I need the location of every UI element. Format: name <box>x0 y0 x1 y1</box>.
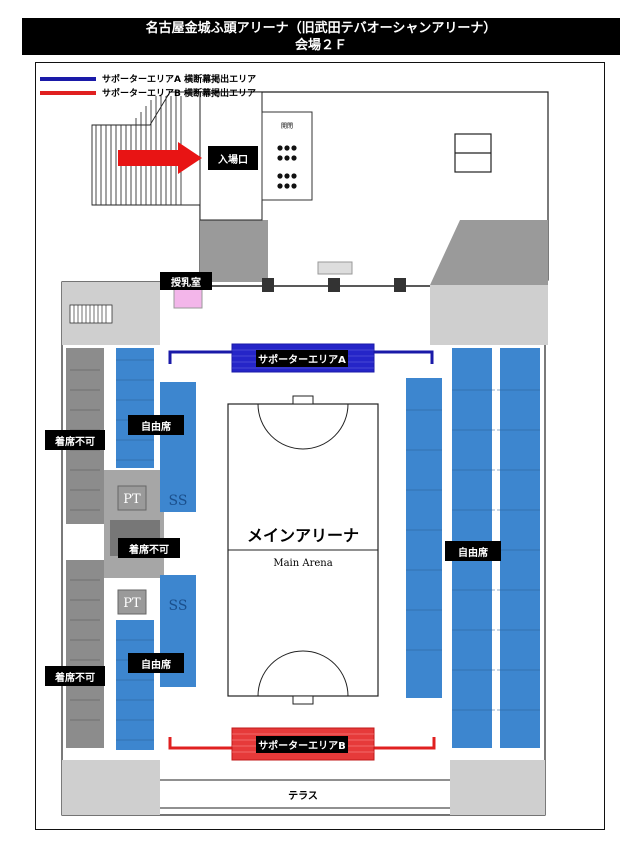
free-seat-label-right: 自由席 <box>445 541 501 561</box>
title-line-1: 名古屋金城ふ頭アリーナ（旧武田テバオーシャンアリーナ） <box>145 21 497 36</box>
entrance-label: 入場口 <box>208 146 258 170</box>
pillar <box>394 278 406 292</box>
nursing-room-label: 授乳室 <box>160 272 212 290</box>
title-line-2: 会場２Ｆ <box>294 38 347 53</box>
legend-label-b: サポーターエリアB 横断幕掲出エリア <box>102 89 256 99</box>
upper-floor-left <box>200 220 268 282</box>
legend-label-a: サポーターエリアA 横断幕掲出エリア <box>102 75 257 85</box>
gate-label: 開閉 <box>281 123 293 130</box>
gate-turnstiles <box>277 145 297 189</box>
main-arena-jp-label: メインアリーナ <box>247 526 359 545</box>
pillar <box>262 278 274 292</box>
no-seat-label-top: 着席不可 <box>45 430 105 450</box>
terrace-label: テラス <box>288 790 318 802</box>
upper-floor-right <box>430 220 548 285</box>
seat-block-left-top <box>116 348 154 468</box>
seat-rows <box>116 348 540 748</box>
seat-block-right-outer <box>500 348 540 748</box>
supporter-area-a-label: サポーターエリアA <box>256 350 348 367</box>
legend-item-a: サポーターエリアA 横断幕掲出エリア <box>40 72 256 85</box>
no-seat-block-bottom <box>66 560 104 748</box>
nursing-room <box>173 287 203 309</box>
ss-label-top: SS <box>169 493 188 509</box>
pt-label-top: PT <box>123 492 141 507</box>
pt-label-bottom: PT <box>123 596 141 611</box>
map-frame <box>35 62 605 830</box>
entrance-arrow-icon <box>118 142 202 174</box>
ss-label-bottom: SS <box>169 598 188 614</box>
pillar <box>328 278 340 292</box>
supporter-area-b-label: サポーターエリアB <box>256 736 348 753</box>
no-seat-label-bottom: 着席不可 <box>45 666 105 686</box>
free-seat-label-left-top: 自由席 <box>128 415 184 435</box>
main-arena-en-label: Main Arena <box>273 558 332 569</box>
legend-line-b <box>40 90 96 95</box>
legend-item-b: サポーターエリアB 横断幕掲出エリア <box>40 86 256 99</box>
ss-block-top <box>160 382 196 512</box>
legend-line-a <box>40 76 96 81</box>
page-title: 名古屋金城ふ頭アリーナ（旧武田テバオーシャンアリーナ） 会場２Ｆ <box>22 18 620 55</box>
seat-block-left-bottom <box>116 620 154 750</box>
no-seat-label-middle: 着席不可 <box>118 538 180 558</box>
seat-block-right-inner <box>406 378 442 698</box>
free-seat-label-left-bottom: 自由席 <box>128 653 184 673</box>
